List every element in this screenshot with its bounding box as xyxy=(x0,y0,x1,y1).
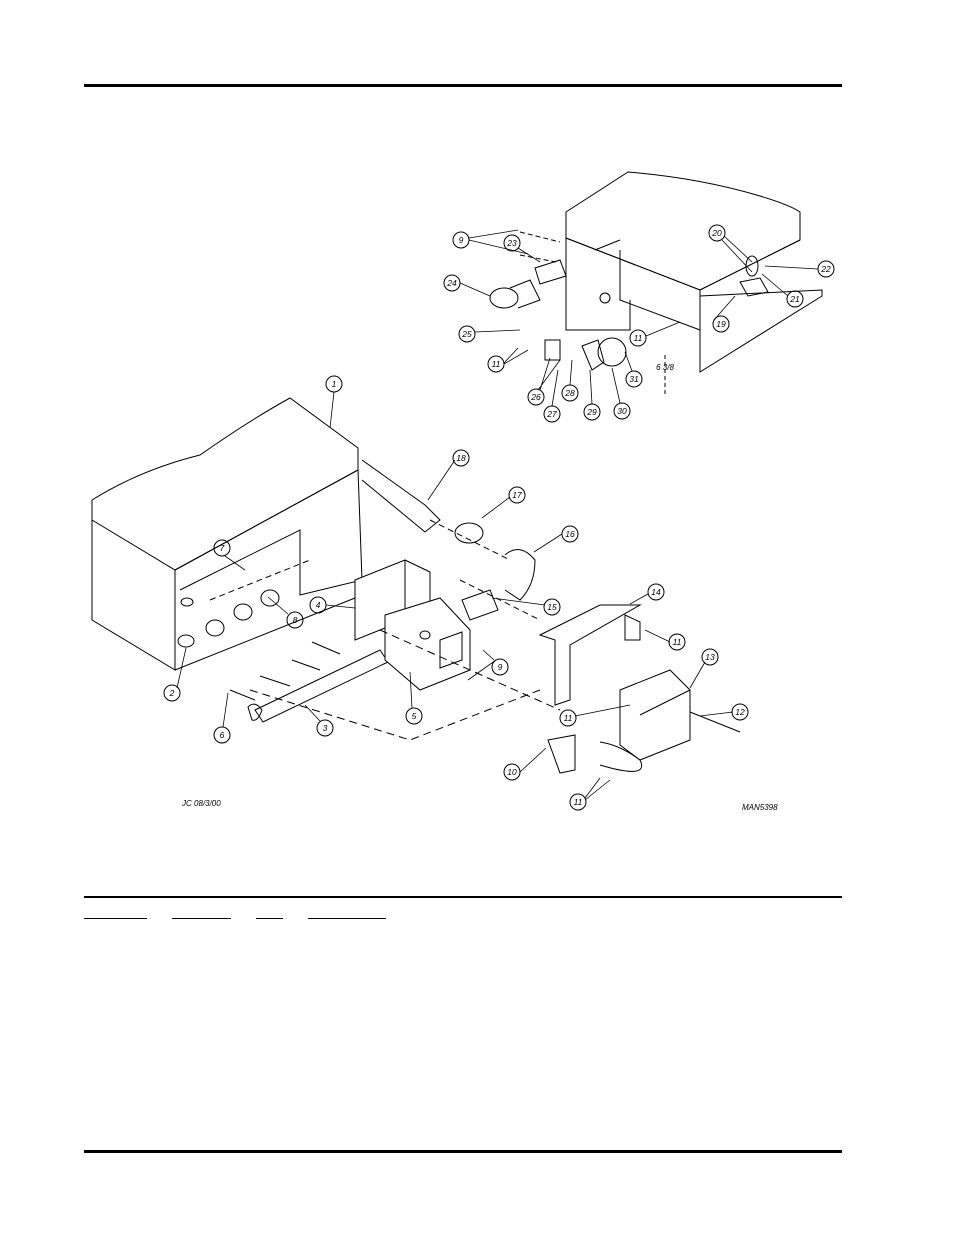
svg-text:21: 21 xyxy=(789,294,800,304)
table-top-rule xyxy=(84,896,842,898)
svg-text:4: 4 xyxy=(316,600,321,610)
svg-text:26: 26 xyxy=(530,392,541,402)
svg-text:24: 24 xyxy=(446,278,457,288)
svg-text:22: 22 xyxy=(820,264,831,274)
svg-text:2: 2 xyxy=(169,688,175,698)
drafter-note: JC 08/3/00 xyxy=(181,799,221,808)
bottom-rule xyxy=(84,1150,842,1153)
svg-text:27: 27 xyxy=(546,409,557,419)
svg-text:11: 11 xyxy=(673,637,682,647)
svg-text:30: 30 xyxy=(617,406,627,416)
svg-text:20: 20 xyxy=(711,228,722,238)
svg-text:5: 5 xyxy=(412,711,417,721)
column-header-drawing-number xyxy=(172,909,231,919)
column-header-quantity xyxy=(256,909,283,919)
svg-text:6: 6 xyxy=(220,730,225,740)
drawing-number: MAN5398 xyxy=(742,803,778,812)
svg-text:18: 18 xyxy=(456,453,466,463)
svg-text:19: 19 xyxy=(716,319,726,329)
svg-text:28: 28 xyxy=(564,388,575,398)
svg-text:9: 9 xyxy=(498,662,503,672)
svg-text:13: 13 xyxy=(705,652,715,662)
top-rule xyxy=(84,84,842,87)
svg-text:23: 23 xyxy=(506,238,517,248)
column-header-part-number xyxy=(84,909,147,919)
svg-text:16: 16 xyxy=(565,529,575,539)
leader-lines xyxy=(176,229,819,801)
svg-text:9: 9 xyxy=(459,235,464,245)
dimension-label: 6 3/8 xyxy=(656,363,674,372)
svg-text:29: 29 xyxy=(586,407,597,417)
svg-text:10: 10 xyxy=(507,767,517,777)
svg-text:14: 14 xyxy=(651,587,661,597)
exploded-parts-diagram: 1 2 3 4 5 6 7 8 9 9 10 11 11 11 11 11 12… xyxy=(91,171,835,812)
svg-text:8: 8 xyxy=(293,615,298,625)
svg-text:7: 7 xyxy=(220,543,225,553)
callout-labels: 1 2 3 4 5 6 7 8 9 9 10 11 11 11 11 11 12… xyxy=(163,224,835,811)
svg-text:17: 17 xyxy=(512,490,522,500)
svg-text:15: 15 xyxy=(547,602,557,612)
svg-text:11: 11 xyxy=(634,333,643,343)
svg-text:3: 3 xyxy=(323,723,328,733)
svg-text:25: 25 xyxy=(461,329,472,339)
main-assembly xyxy=(91,397,741,774)
svg-text:11: 11 xyxy=(564,713,573,723)
svg-text:11: 11 xyxy=(492,359,501,369)
svg-text:11: 11 xyxy=(574,797,583,807)
column-header-description xyxy=(308,909,386,919)
svg-text:1: 1 xyxy=(332,379,337,389)
svg-text:12: 12 xyxy=(735,707,745,717)
svg-text:31: 31 xyxy=(629,374,639,384)
